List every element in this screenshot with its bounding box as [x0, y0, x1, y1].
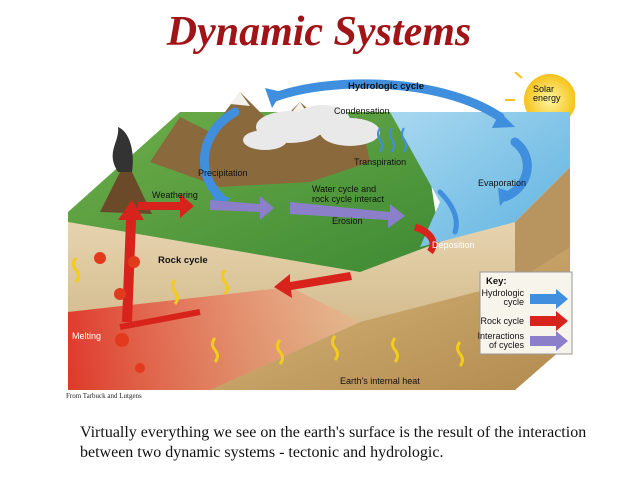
label-evaporation: Evaporation: [478, 178, 526, 188]
interaction-arrows: [210, 196, 405, 228]
label-deposition: Deposition: [432, 240, 475, 250]
page-title: Dynamic Systems: [166, 9, 472, 55]
label-internal-heat: Earth's internal heat: [340, 376, 420, 386]
dynamic-systems-diagram: Hydrologic cycle Solar energy Condensati…: [68, 72, 575, 390]
label-condensation: Condensation: [334, 106, 390, 116]
label-weathering: Weathering: [152, 190, 198, 200]
caption-text: Virtually everything we see on the earth…: [80, 424, 587, 461]
magma-drops: [94, 252, 145, 373]
label-interact-2: rock cycle interact: [312, 194, 385, 204]
label-solar-2: energy: [533, 93, 561, 103]
key-hydrologic-1: Hydrologic: [481, 288, 524, 298]
label-rock-cycle: Rock cycle: [158, 255, 208, 266]
key-title: Key:: [486, 276, 507, 287]
key-hydrologic-2: cycle: [503, 297, 524, 307]
label-transpiration: Transpiration: [354, 157, 406, 167]
transpiration-arrows: [377, 127, 407, 153]
hydrologic-arrowheads: [210, 88, 515, 210]
key-interactions-2: of cycles: [489, 340, 525, 350]
label-hydrologic-cycle: Hydrologic cycle: [348, 81, 424, 92]
label-erosion: Erosion: [332, 216, 363, 226]
hydrologic-cycle-arrows: [200, 79, 532, 235]
key-rock-cycle: Rock cycle: [480, 316, 524, 326]
cloud-icon: [243, 105, 380, 150]
label-solar-1: Solar: [533, 84, 554, 94]
diagram-key: Key: Hydrologic cycle Rock cycle Interac…: [477, 271, 573, 355]
label-precipitation: Precipitation: [198, 168, 248, 178]
internal-heat-squiggles: [72, 257, 464, 367]
label-melting: Melting: [72, 331, 101, 341]
image-credit: From Tarbuck and Lutgens: [66, 392, 142, 400]
key-interactions-1: Interactions: [477, 331, 524, 341]
label-interact-1: Water cycle and: [312, 184, 376, 194]
